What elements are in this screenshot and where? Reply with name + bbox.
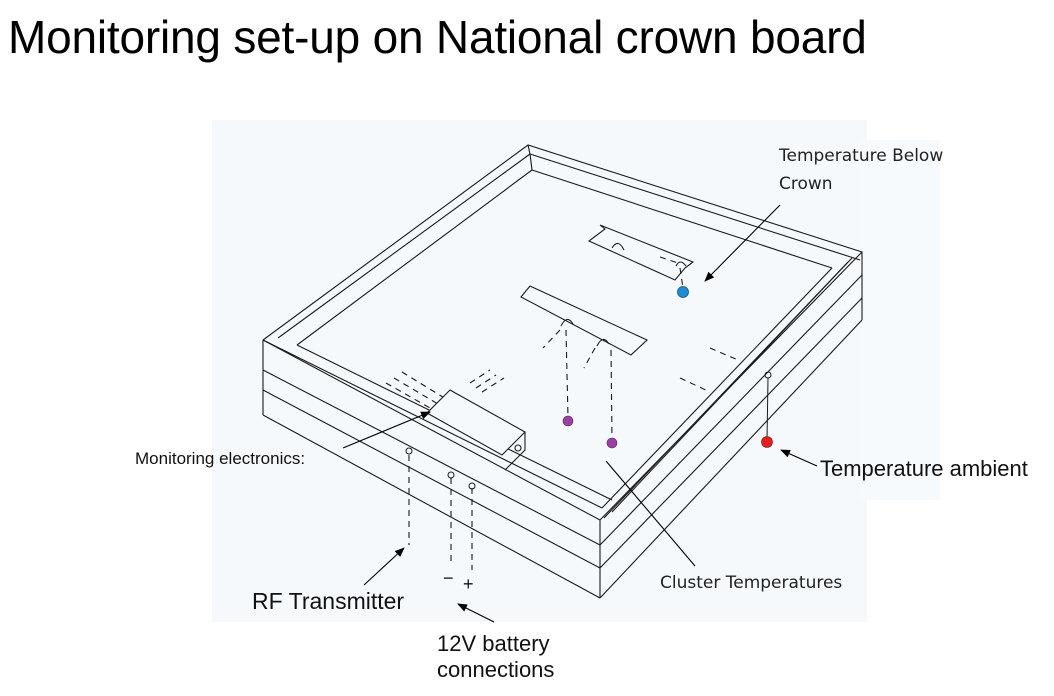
label-battery-line2: connections [437,657,555,682]
scanned-drawing-background-right [860,140,940,500]
slot-rear [587,224,695,281]
label-battery-plus: + [463,574,474,594]
electronics-box [426,389,526,471]
arrow-battery [457,603,495,623]
sensor-cluster-dot-2 [606,437,618,449]
label-battery-line1: 12V battery [437,631,550,656]
sensor-ambient-dot [761,436,773,448]
sensors [562,286,773,449]
frame-outline [262,144,864,599]
annotation-arrows [342,204,818,623]
label-temp-below-crown-line1: Temperature Below [779,146,944,166]
label-temp-below-crown-line2: Crown [779,174,833,194]
sensor-below-crown-dot [677,286,689,298]
label-rf-transmitter: RF Transmitter [252,588,405,614]
crown-board-slots [520,224,695,356]
connector-holes [405,371,772,490]
label-battery-minus: − [443,568,454,588]
page-title: Monitoring set-up on National crown boar… [8,11,867,63]
label-monitoring-electronics: Monitoring electronics: [135,449,306,468]
sensor-cluster-dot-1 [562,415,574,427]
cable-dashes [385,256,739,570]
arrow-electronics [342,411,431,449]
arrow-rf-transmitter [363,547,405,586]
arrow-cluster [605,460,696,567]
arrow-below-crown [704,204,781,282]
arrow-ambient [780,449,818,467]
slot-front [520,285,648,356]
label-temperature-ambient: Temperature ambient [820,456,1028,481]
electronics-box-top [426,389,526,456]
label-cluster-temperatures: Cluster Temperatures [660,573,843,593]
